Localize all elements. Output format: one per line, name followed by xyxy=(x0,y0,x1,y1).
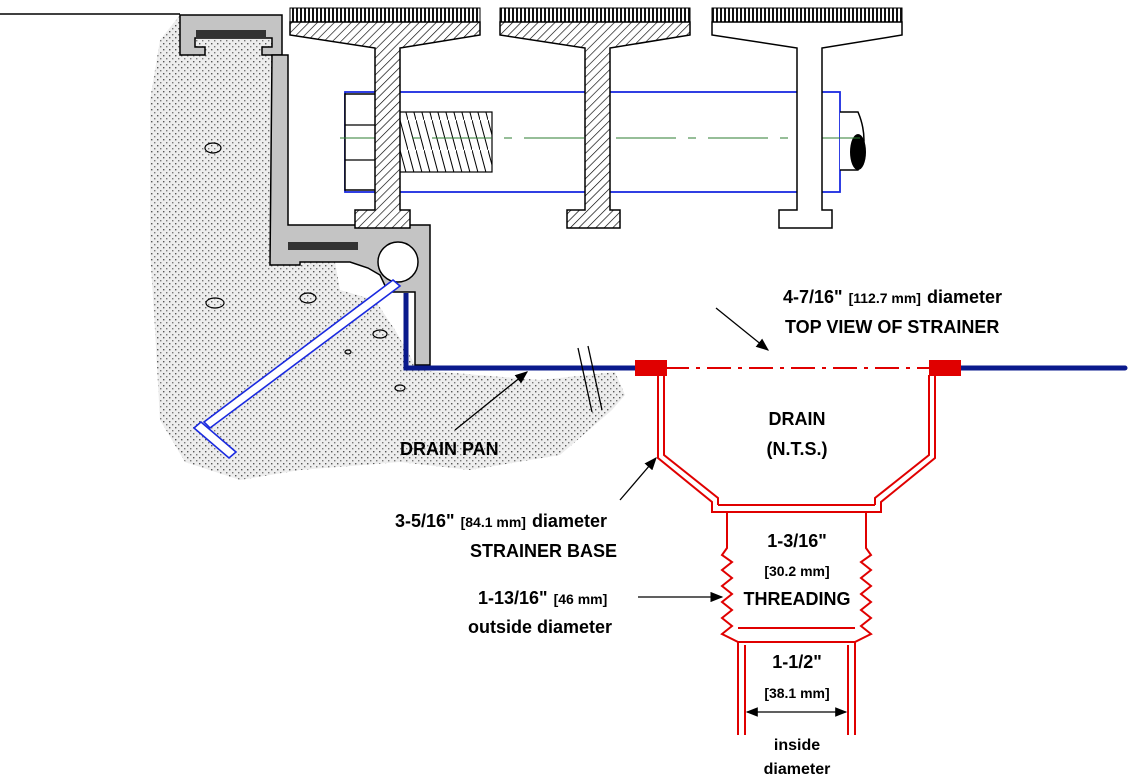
concrete-slab xyxy=(150,15,625,480)
strainer-base-label: 3-5/16"[84.1 mm]diameter xyxy=(395,511,607,531)
drain-body xyxy=(635,360,961,735)
break-line-2 xyxy=(587,345,603,411)
anchor-rod xyxy=(202,278,402,430)
leader-strainer-base xyxy=(619,457,657,501)
threading-mm-label: [30.2 mm] xyxy=(764,563,829,579)
drain-pan xyxy=(403,293,640,371)
inside-size-label: 1-1/2" xyxy=(772,652,822,672)
drain-pan-label: DRAIN PAN xyxy=(400,439,499,459)
drain-label: DRAIN xyxy=(769,409,826,429)
top-view-label-line2: TOP VIEW OF STRAINER xyxy=(785,317,999,337)
top-view-label: 4-7/16"[112.7 mm]diameter xyxy=(783,287,1002,307)
outside-diameter-label-line2: outside diameter xyxy=(468,617,612,637)
metal-slot-top xyxy=(196,30,266,38)
tube-break xyxy=(850,134,866,170)
outside-diameter-label: 1-13/16"[46 mm] xyxy=(478,588,607,608)
drain-nts-label: (N.T.S.) xyxy=(767,439,828,459)
grating-bar-3 xyxy=(711,7,903,229)
threading-size-label: 1-3/16" xyxy=(767,531,827,551)
leader-top-view xyxy=(715,307,770,351)
grating-bar-1 xyxy=(289,7,481,229)
aggregate-specks xyxy=(204,142,406,392)
inside-label: inside xyxy=(774,737,820,754)
hinge-pin xyxy=(377,241,419,283)
metal-slot-mid xyxy=(288,242,358,250)
inside-diameter-label: diameter xyxy=(764,761,831,778)
threading-label: THREADING xyxy=(744,589,851,609)
strainer-base-label-line2: STRAINER BASE xyxy=(470,541,617,561)
grating-bar-2 xyxy=(499,7,691,229)
inside-mm-label: [38.1 mm] xyxy=(764,685,829,701)
leader-drain-pan xyxy=(454,371,529,431)
break-line-1 xyxy=(577,347,593,413)
anchor-foot xyxy=(192,420,238,460)
